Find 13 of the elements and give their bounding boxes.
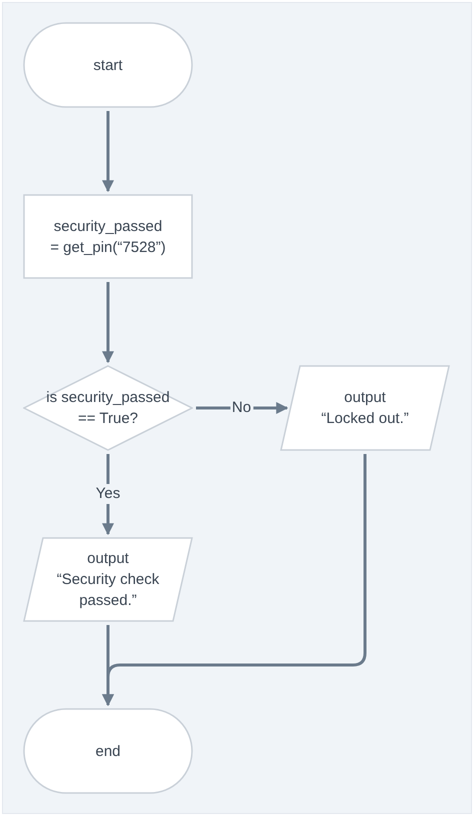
node-label: output “Locked out.” bbox=[320, 388, 410, 429]
edge-label: Yes bbox=[94, 484, 122, 504]
arrow bbox=[102, 454, 366, 706]
node-label: start bbox=[93, 56, 123, 76]
process-box bbox=[23, 194, 193, 279]
arrow bbox=[102, 111, 114, 192]
node-label: output “Security check passed.” bbox=[56, 549, 160, 611]
arrow bbox=[102, 282, 114, 364]
arrow bbox=[196, 402, 288, 414]
decision-diamond bbox=[23, 365, 193, 451]
node-label: security_passed = get_pin(“7528”) bbox=[50, 216, 166, 258]
node-label: is security_passed == True? bbox=[45, 388, 171, 429]
node-label: end bbox=[95, 742, 121, 762]
